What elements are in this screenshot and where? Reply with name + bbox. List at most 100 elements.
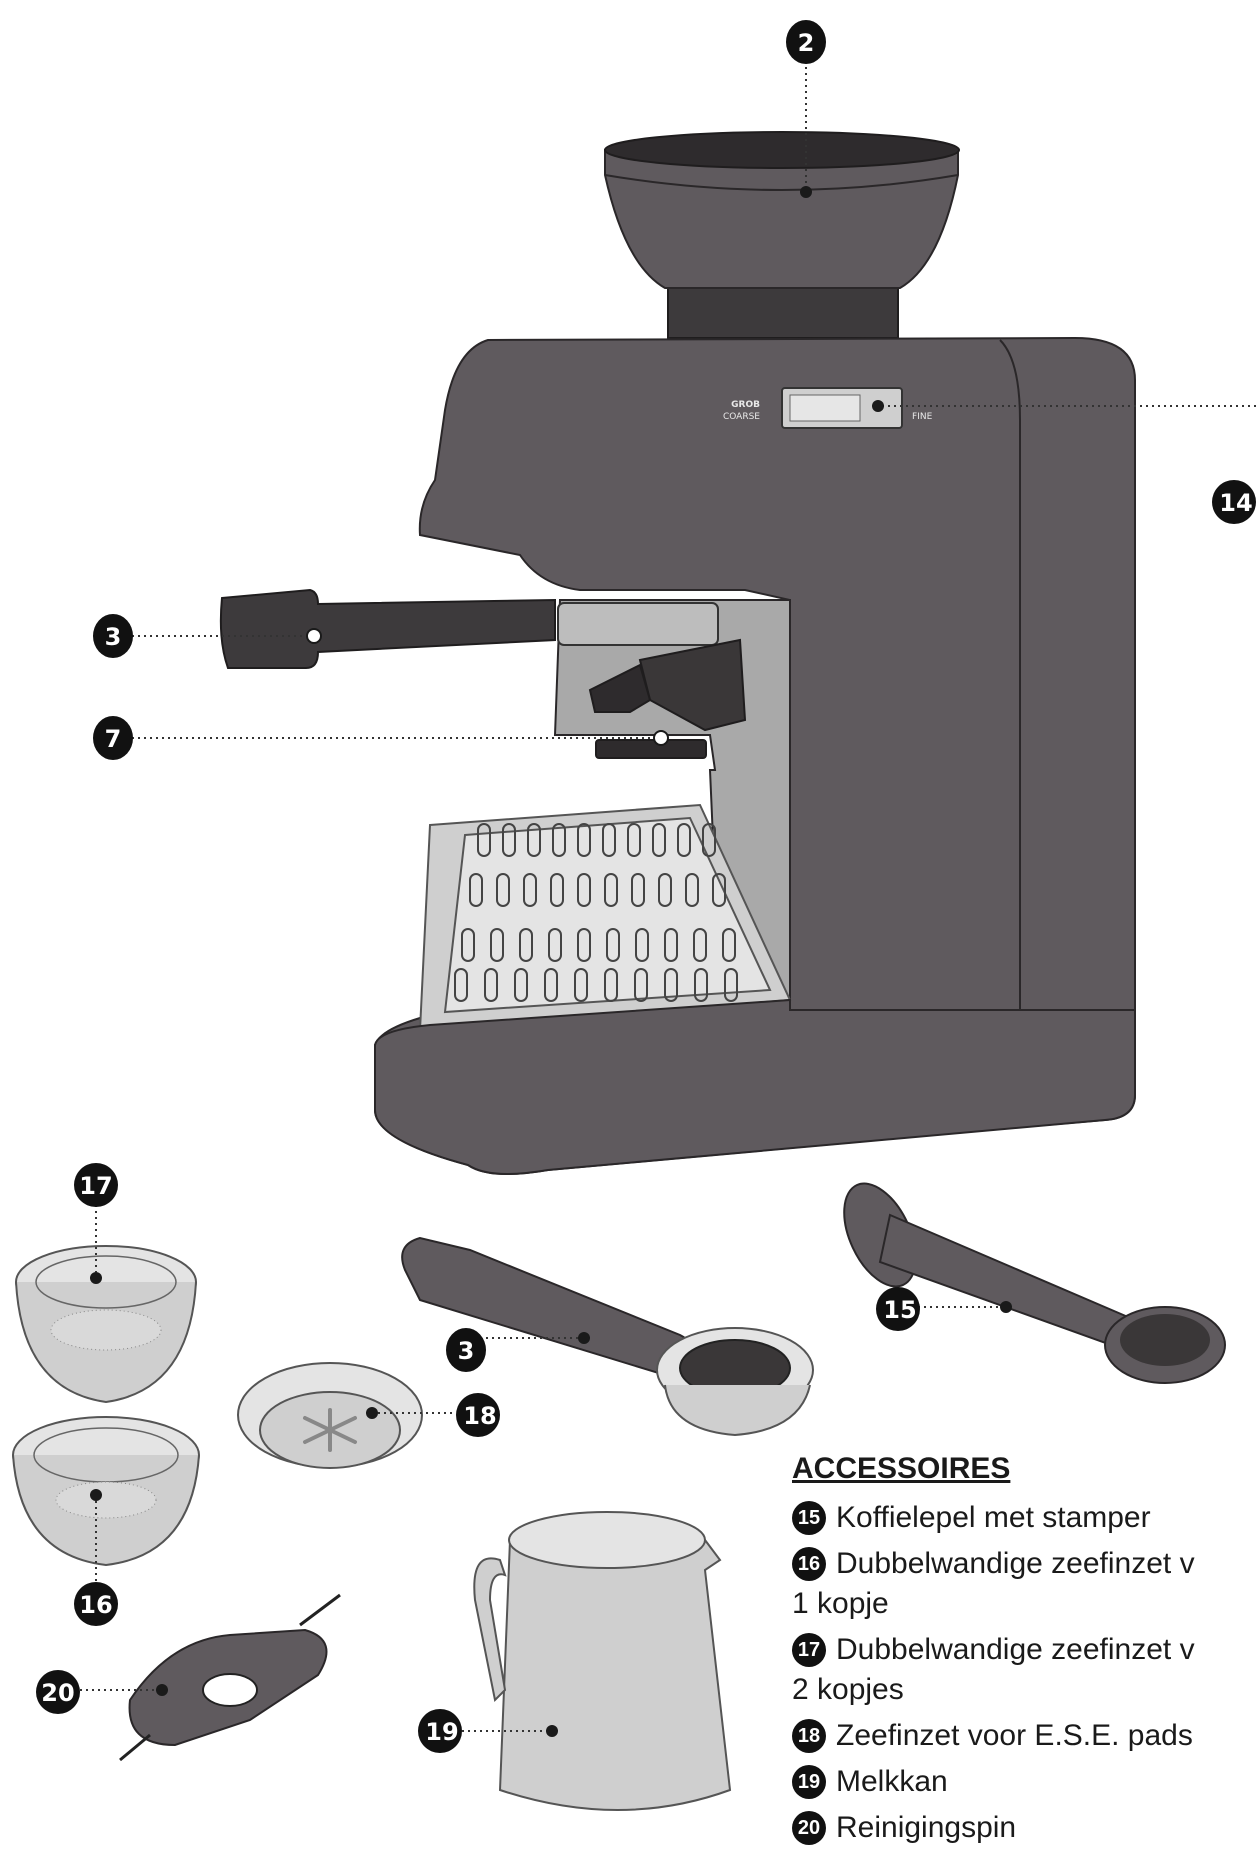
drip-tray-slot xyxy=(469,873,483,907)
callout-3-loose: 3 xyxy=(446,1328,486,1372)
drip-tray-slot xyxy=(523,873,537,907)
drip-tray-slot xyxy=(454,968,468,1002)
grind-label-fine: FINE xyxy=(912,412,933,422)
callout-7: 7 xyxy=(93,716,133,760)
drip-tray-slot xyxy=(548,928,562,962)
accessory-item: 19 Melkkan xyxy=(792,1762,1257,1802)
filter-basket-one-cup xyxy=(12,1416,200,1567)
drip-tray-slot xyxy=(477,823,491,857)
drip-tray-slot xyxy=(658,873,672,907)
spout-assembly xyxy=(588,638,747,759)
bean-hopper xyxy=(604,131,960,339)
filter-basket-ese xyxy=(237,1362,423,1469)
drip-tray-slot xyxy=(604,968,618,1002)
drip-tray-slot xyxy=(664,928,678,962)
accessory-label: Koffielepel met stamper xyxy=(836,1501,1151,1534)
callout-19: 19 xyxy=(418,1709,462,1753)
drip-tray-slot xyxy=(604,873,618,907)
accessory-item: 15 Koffielepel met stamper xyxy=(792,1498,1257,1538)
drip-tray-slot xyxy=(677,823,691,857)
drip-tray-slot xyxy=(694,968,708,1002)
drip-tray-slot xyxy=(484,968,498,1002)
drip-tray-slot xyxy=(577,928,591,962)
svg-text:2: 2 xyxy=(798,29,815,57)
svg-text:20: 20 xyxy=(41,1679,74,1707)
drip-tray-slot xyxy=(577,823,591,857)
tamper-spoon xyxy=(843,1182,1226,1384)
callout-16: 16 xyxy=(74,1582,118,1626)
drip-tray-slot xyxy=(461,928,475,962)
accessories-legend: ACCESSOIRES 15 Koffielepel met stamper 1… xyxy=(792,1452,1257,1854)
accessory-item: 17 Dubbelwandige zeefinzet v 2 kopjes xyxy=(792,1630,1257,1710)
accessory-number: 15 xyxy=(792,1501,826,1535)
callout-leaders xyxy=(80,55,1257,1737)
svg-text:15: 15 xyxy=(883,1296,916,1324)
drip-tray-slot xyxy=(502,823,516,857)
accessory-label: Melkkan xyxy=(836,1765,948,1798)
accessory-label: Dubbelwandige zeefinzet v xyxy=(836,1633,1195,1666)
accessory-number: 19 xyxy=(792,1765,826,1799)
callout-15: 15 xyxy=(876,1287,920,1331)
cleaning-pin xyxy=(119,1593,341,1762)
callout-3-mounted: 3 xyxy=(93,614,133,658)
drip-tray-slot xyxy=(527,823,541,857)
portafilter-loose xyxy=(401,1236,814,1437)
drip-tray-slot xyxy=(685,873,699,907)
svg-text:18: 18 xyxy=(463,1402,496,1430)
accessory-number: 18 xyxy=(792,1719,826,1753)
drip-tray-slot xyxy=(514,968,528,1002)
drip-tray-slots xyxy=(454,823,738,1002)
filter-basket-two-cup xyxy=(15,1245,197,1404)
accessory-number: 17 xyxy=(792,1633,826,1667)
drip-tray-slot xyxy=(627,823,641,857)
callout-20: 20 xyxy=(36,1670,80,1714)
drip-tray-slot xyxy=(693,928,707,962)
grind-label-coarse: COARSE xyxy=(723,412,760,422)
callout-18: 18 xyxy=(456,1393,500,1437)
portafilter-handle-mounted xyxy=(219,588,556,669)
grind-label-grob: GROB xyxy=(731,400,760,410)
drip-tray-slot xyxy=(496,873,510,907)
accessories-list: 15 Koffielepel met stamper 16 Dubbelwand… xyxy=(792,1498,1257,1848)
milk-jug xyxy=(473,1511,732,1811)
callout-badges: 2 14 3 7 17 3 15 18 xyxy=(36,20,1256,1753)
accessory-label-continued: 2 kopjes xyxy=(792,1673,904,1706)
drip-tray-slot xyxy=(712,873,726,907)
grind-size-selector: GROB COARSE FINE xyxy=(723,387,933,429)
accessory-label: Zeefinzet voor E.S.E. pads xyxy=(836,1719,1193,1752)
accessory-item: 18 Zeefinzet voor E.S.E. pads xyxy=(792,1716,1257,1756)
drip-tray-slot xyxy=(550,873,564,907)
svg-text:7: 7 xyxy=(105,725,122,753)
espresso-machine: GROB COARSE FINE xyxy=(219,131,1136,1175)
accessory-label: Reinigingspin xyxy=(836,1811,1017,1844)
callout-14: 14 xyxy=(1212,480,1256,524)
drip-tray-slot xyxy=(635,928,649,962)
drip-tray-slot xyxy=(574,968,588,1002)
drip-tray-slot xyxy=(519,928,533,962)
drip-tray-slot xyxy=(606,928,620,962)
drip-tray-slot xyxy=(652,823,666,857)
drip-tray-slot xyxy=(634,968,648,1002)
svg-text:3: 3 xyxy=(458,1337,475,1365)
drip-tray-slot xyxy=(544,968,558,1002)
accessories-title: ACCESSOIRES xyxy=(792,1452,1011,1485)
drip-tray-slot xyxy=(577,873,591,907)
svg-text:14: 14 xyxy=(1219,489,1252,517)
drip-tray-slot xyxy=(702,823,716,857)
drip-tray-slot xyxy=(490,928,504,962)
svg-text:16: 16 xyxy=(79,1591,112,1619)
accessory-label-continued: 1 kopje xyxy=(792,1587,889,1620)
drip-tray-slot xyxy=(552,823,566,857)
drip-tray xyxy=(418,803,792,1032)
drip-tray-slot xyxy=(722,928,736,962)
drip-tray-slot xyxy=(631,873,645,907)
drip-tray-slot xyxy=(602,823,616,857)
accessory-number: 16 xyxy=(792,1547,826,1581)
accessory-number: 20 xyxy=(792,1811,826,1845)
drip-tray-slot xyxy=(724,968,738,1002)
svg-text:17: 17 xyxy=(79,1172,112,1200)
callout-2: 2 xyxy=(786,20,826,64)
accessory-label: Dubbelwandige zeefinzet v xyxy=(836,1547,1195,1580)
drip-tray-slot xyxy=(664,968,678,1002)
